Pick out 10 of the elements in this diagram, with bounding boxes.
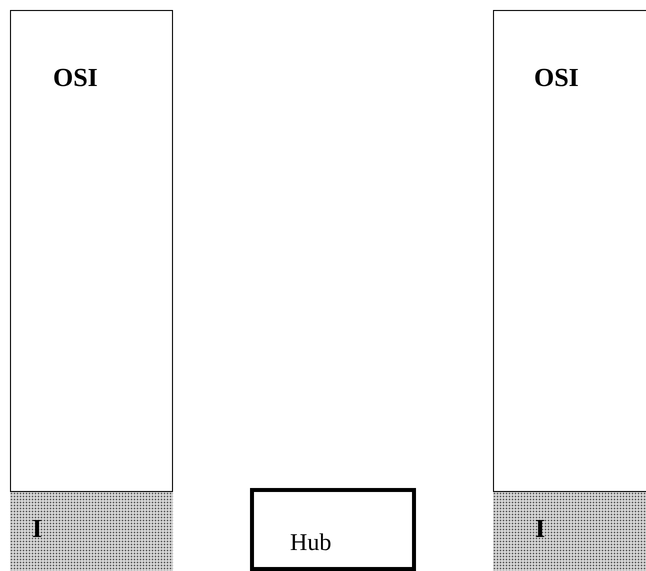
node-label: OSI [534, 63, 579, 93]
stack-box [10, 10, 173, 571]
stack-box [493, 10, 646, 571]
node-label: Hub [290, 530, 332, 557]
layer-band [493, 491, 646, 571]
layer-band [10, 491, 173, 571]
node-label: OSI [53, 63, 98, 93]
node-label: I [535, 514, 546, 544]
node-label: I [32, 514, 42, 544]
hub-box [250, 488, 416, 571]
